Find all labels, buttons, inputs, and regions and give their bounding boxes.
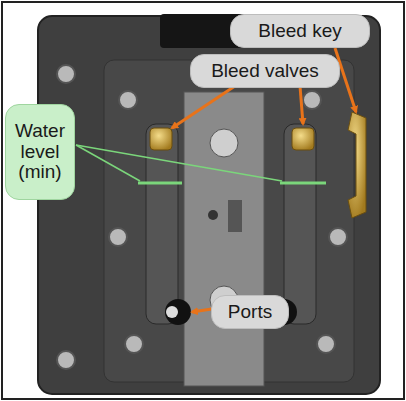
water-level-line	[138, 182, 182, 185]
right-slot	[284, 124, 316, 324]
callout-label: Bleed key	[230, 14, 370, 48]
centre-strip	[184, 92, 264, 386]
button	[210, 129, 238, 157]
water-level-leaders	[76, 145, 282, 181]
label-text: Bleed key	[258, 21, 341, 42]
indicator	[228, 200, 242, 232]
label-text: Ports	[228, 302, 272, 323]
left-slot	[146, 124, 178, 324]
callout-label: Water level (min)	[5, 104, 75, 200]
lid-panel	[38, 16, 380, 394]
bleed-valve	[150, 128, 172, 150]
label-text: Water level (min)	[10, 121, 70, 184]
bleed-valve	[292, 128, 314, 150]
bleed-key	[348, 112, 366, 218]
water-level-line	[280, 182, 326, 185]
label-text: Bleed valves	[211, 61, 319, 82]
leader-lines	[172, 48, 356, 312]
callout-label: Ports	[211, 295, 289, 329]
callout-label: Bleed valves	[190, 54, 340, 88]
indicator	[208, 210, 218, 220]
port	[165, 299, 191, 325]
bolts	[57, 65, 347, 369]
port-nut	[166, 306, 178, 318]
